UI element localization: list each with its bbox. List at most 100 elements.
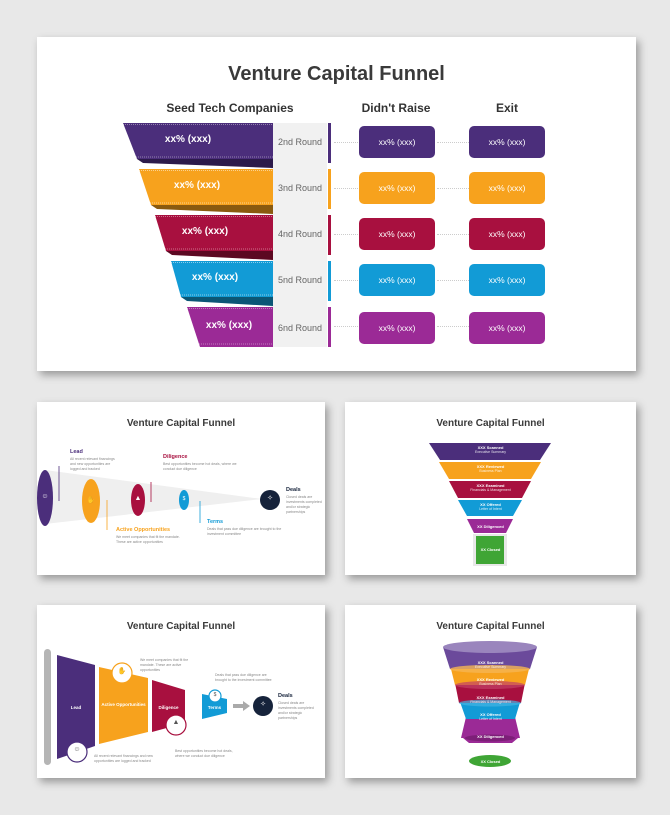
layer-title: XXX Examined (476, 695, 505, 700)
funnel-row: xx% (xxx) 6nd Round xx% (xxx) xx% (xxx) (37, 307, 636, 347)
cone-shape (37, 466, 280, 530)
funnel-row: xx% (xxx) 5nd Round xx% (xxx) xx% (xxx) (37, 261, 636, 306)
column-header-seed: Seed Tech Companies (166, 101, 294, 115)
closed-label: XX Closed (480, 759, 501, 764)
funnel-band: xx% (xxx) (187, 307, 273, 347)
layer-title: XXX Scanned (477, 445, 504, 450)
connector (437, 326, 469, 327)
block-label-terms: Terms (207, 705, 222, 710)
band-value: xx% (xxx) (205, 320, 253, 331)
connector (334, 326, 358, 327)
row-marker (328, 169, 331, 209)
round-label-panel (271, 123, 327, 347)
hand-coin-icon: ✋ (86, 497, 96, 504)
funnel-row: xx% (xxx) 4nd Round xx% (xxx) xx% (xxx) (37, 215, 636, 260)
funnel-band: xx% (xxx) (139, 169, 273, 214)
deals-text: Closed deals are investments completed a… (278, 701, 314, 720)
exit-value: xx% (xxx) (469, 264, 545, 296)
terms-caption: Deals that pass due diligence are brough… (215, 673, 272, 682)
connector (334, 142, 358, 143)
didnt-raise-value: xx% (xxx) (359, 126, 435, 158)
didnt-raise-value: xx% (xxx) (359, 312, 435, 344)
connector (334, 188, 358, 189)
layer-title: XX Offered (480, 502, 501, 507)
layer-title: XXX Reviewed (476, 464, 505, 469)
funnel-layer: XX Closed (345, 547, 636, 552)
diligence-caption: Best opportunities become hot deals, whe… (175, 749, 233, 758)
connector (437, 188, 469, 189)
slide-title: Venture Capital Funnel (228, 63, 445, 85)
dollar-doc-icon: $ (182, 496, 186, 502)
slide-title: Venture Capital Funnel (126, 418, 236, 429)
funnel-row: xx% (xxx) 2nd Round xx% (xxx) xx% (xxx) (37, 123, 636, 168)
lead-caption: All recent relevant financings and new o… (94, 754, 153, 763)
band-value: xx% (xxx) (191, 272, 239, 283)
connector (334, 280, 358, 281)
row-marker (328, 123, 331, 163)
funnel-band: xx% (xxx) (171, 261, 273, 306)
didnt-raise-value: xx% (xxx) (359, 264, 435, 296)
stage-text-active: We meet companies that fit the mandate. … (116, 535, 180, 544)
slide-horizontal-funnel[interactable]: Venture Capital Funnel ☺ ✋ ▲ $ ✧ Lead Al… (37, 402, 325, 575)
layer-title: XXX Examined (476, 483, 505, 488)
layer-title: XX Offered (480, 712, 501, 717)
layer-title: XX Closed (480, 547, 501, 552)
deals-heading: Deals (278, 693, 293, 699)
cone-layers (443, 641, 537, 767)
band-value: xx% (xxx) (173, 180, 221, 191)
block-label-lead: Lead (70, 705, 82, 710)
layer-subtitle: Financials & Management (470, 700, 511, 704)
chart-growth-icon: ▲ (172, 719, 180, 726)
layer-title: XX Diligenced (477, 734, 504, 739)
active-caption: We meet companies that fit the mandate. … (140, 658, 189, 672)
stage-text-diligence: Best opportunities become hot deals, whe… (163, 462, 237, 471)
connector (437, 234, 469, 235)
layer-title: XX Diligenced (477, 524, 504, 529)
round-label: 5nd Round (277, 275, 323, 285)
funnel-row: xx% (xxx) 3nd Round xx% (xxx) xx% (xxx) (37, 169, 636, 214)
connector (437, 142, 469, 143)
round-label: 6nd Round (277, 323, 323, 333)
handshake-icon: ✧ (267, 495, 273, 502)
round-label: 2nd Round (277, 137, 323, 147)
slide-title: Venture Capital Funnel (126, 621, 236, 632)
exit-value: xx% (xxx) (469, 312, 545, 344)
team-icon: ☺ (73, 746, 81, 753)
exit-value: xx% (xxx) (469, 218, 545, 250)
row-marker (328, 307, 331, 347)
slide-block-funnel[interactable]: Venture Capital Funnel ☺ ✋ ▲ $ ✧ Lead Ac… (37, 605, 325, 778)
round-label: 3nd Round (277, 183, 323, 193)
connector (437, 280, 469, 281)
didnt-raise-value: xx% (xxx) (359, 172, 435, 204)
stage-heading-terms: Terms (207, 519, 224, 525)
layer-subtitle: Financials & Management (470, 488, 511, 492)
layer-title: XXX Scanned (477, 660, 504, 665)
band-value: xx% (xxx) (164, 134, 212, 145)
dollar-doc-icon: $ (213, 692, 217, 698)
funnel-band: xx% (xxx) (123, 123, 273, 168)
stage-heading-lead: Lead (70, 449, 83, 455)
block-label-diligence: Diligence (158, 705, 179, 710)
layer-subtitle: Business Plan (479, 469, 502, 473)
layer-subtitle: Business Plan (479, 682, 502, 686)
main-slide-funnel-table[interactable]: Venture Capital Funnel Seed Tech Compani… (37, 37, 636, 371)
stage-heading-diligence: Diligence (163, 454, 188, 460)
handshake-icon: ✧ (260, 701, 266, 708)
slide-title: Venture Capital Funnel (436, 418, 545, 429)
stage-text-terms: Deals that pass due diligence are brough… (207, 527, 282, 536)
stage-text-lead: All recent relevant financings and new o… (70, 457, 115, 471)
layer-title: XXX Reviewed (476, 677, 505, 682)
stage-text-deals: Closed deals are investments completed a… (286, 495, 322, 514)
funnel-layer: XX Diligenced (345, 524, 636, 529)
exit-value: xx% (xxx) (469, 172, 545, 204)
stage-heading-active: Active Opportunities (116, 527, 171, 533)
closed-ellipse: XX Closed (345, 759, 636, 764)
band-value: xx% (xxx) (181, 226, 229, 237)
